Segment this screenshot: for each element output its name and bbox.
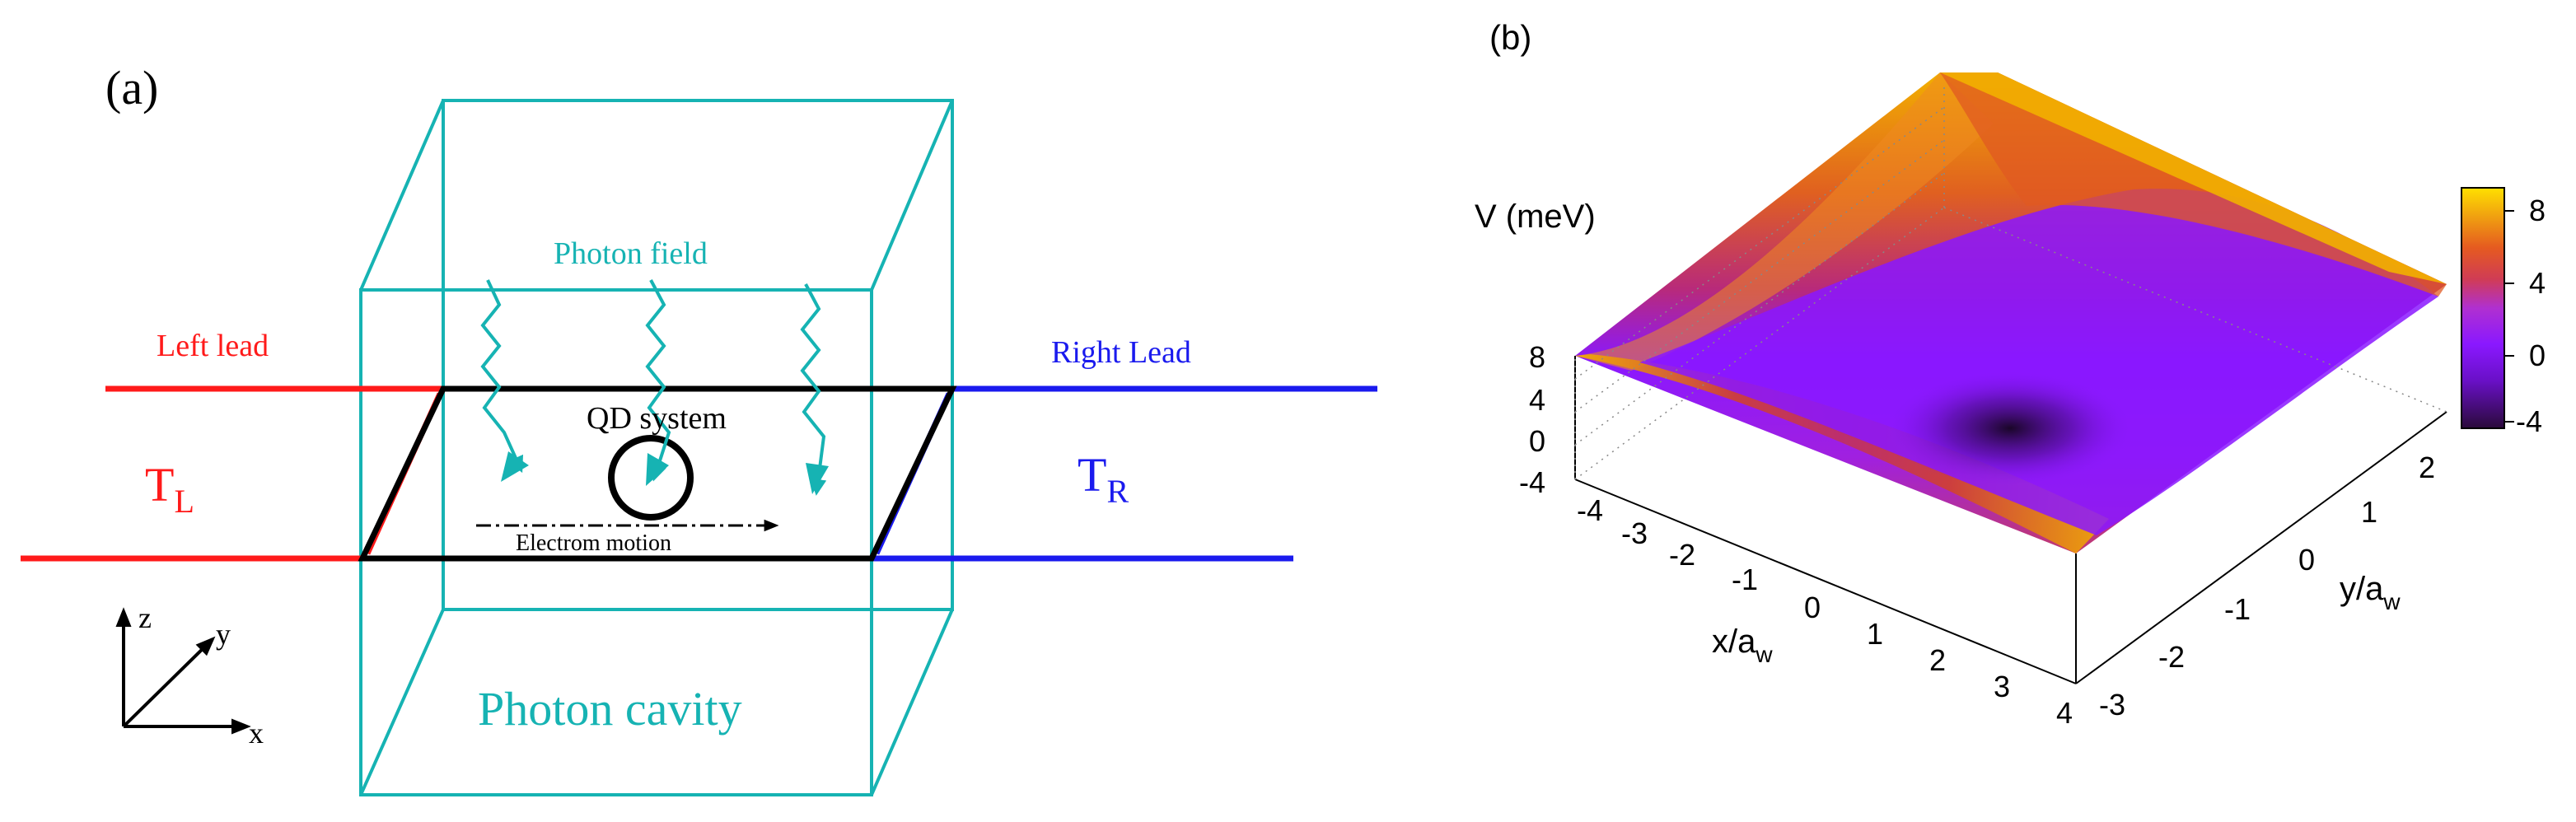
x-tick: -4 [1577,493,1603,527]
x-ticks: -4 -3 -2 -1 0 1 2 3 4 [1577,493,2073,730]
photon-arrowheads [501,451,829,494]
x-tick: 1 [1867,617,1883,651]
axis-y-label: y [216,618,231,651]
colorbar-tick: -4 [2516,404,2542,438]
axes-box [1574,356,2447,684]
surface-valley [1639,189,2438,535]
y-axis-title-main: y/a [2340,571,2384,607]
tr-sub: R [1106,473,1129,510]
colorbar-tick: 0 [2529,339,2546,372]
z-ticks: 8 4 0 -4 [1519,340,1545,499]
photon-arrows [480,279,827,496]
x-tick: 3 [1994,670,2010,703]
left-lead [21,385,443,562]
panel-b: (b) [1475,18,2546,730]
y-tick: 2 [2419,451,2435,484]
panel-a-label: (a) [105,61,158,114]
tl-main: T [145,458,174,511]
panel-a: (a) [21,61,1377,796]
z-tick: 0 [1529,424,1545,458]
qd-system-plane [358,385,957,562]
y-tick: -1 [2224,592,2251,626]
coordinate-axes [115,607,251,735]
x-tick: -2 [1669,538,1695,572]
axis-z-label: z [138,601,152,634]
x-tick: -1 [1732,563,1758,596]
photon-field-label: Photon field [554,236,708,271]
quantum-dot [608,435,694,521]
y-tick: 1 [2361,495,2377,529]
y-axis [122,636,216,728]
qd-system-label: QD system [587,401,727,436]
x-tick: -3 [1621,516,1648,550]
x-tick: 4 [2056,696,2073,730]
surface-front-band [1575,354,2109,553]
colorbar-ticks: 8 4 0 -4 [2516,194,2546,438]
right-lead-label: Right Lead [1051,335,1191,370]
surface-ridge-top [1940,72,2447,284]
axis-x-label: x [249,717,264,750]
tr-label: TR [1078,448,1129,510]
photon-cavity-label: Photon cavity [478,682,742,736]
y-ticks: -3 -2 -1 0 1 2 [2099,451,2435,722]
z-tick: 4 [1529,383,1545,417]
electron-motion-label: Electrom motion [516,530,671,556]
x-tick: 0 [1804,591,1821,624]
colorbar-tick: 4 [2529,266,2546,300]
photon-cavity-box [359,99,954,796]
z-axis-title: V (meV) [1475,198,1596,235]
z-tick: 8 [1529,340,1545,374]
colorbar-tick-marks [2504,210,2514,423]
grid-lines [1574,82,2447,480]
x-axis-title-sub: w [1755,642,1773,667]
tr-main: T [1078,448,1106,502]
left-lead-label: Left lead [157,329,269,363]
photon-arrow-3 [800,283,827,496]
photon-arrow-1 [480,279,524,474]
y-tick: -3 [2099,688,2125,722]
z-tick: -4 [1519,465,1545,499]
x-tick: 2 [1929,643,1946,677]
y-axis-title-sub: w [2382,589,2401,614]
tl-label: TL [145,458,194,520]
tl-sub: L [174,483,194,520]
colorbar [2461,187,2505,429]
surface-minimum [1886,371,2134,486]
panel-b-label: (b) [1489,18,1531,57]
x-axis-title: x/aw [1712,624,1773,667]
y-axis-title: y/aw [2340,571,2401,614]
y-tick: 0 [2298,543,2315,577]
photon-arrow-2 [645,279,671,482]
y-tick: -2 [2158,640,2185,674]
x-axis-title-main: x/a [1712,624,1756,660]
potential-surface [1575,72,2447,553]
colorbar-tick: 8 [2529,194,2546,227]
